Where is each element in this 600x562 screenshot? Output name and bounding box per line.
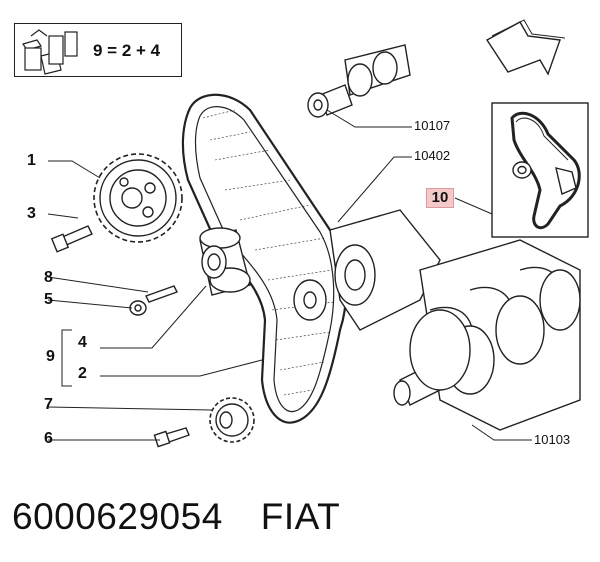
callout-6: 6 [44, 430, 53, 447]
callout-3: 3 [27, 205, 36, 222]
brand-name: FIAT [260, 496, 341, 537]
ref-10402: 10402 [414, 148, 451, 163]
kit-composition-box: 9 = 2 + 4 [14, 23, 182, 77]
part-number: 6000629054 [12, 496, 223, 537]
ref-10103: 10103 [534, 432, 571, 447]
crank-sprocket [209, 397, 255, 443]
tensioner-pulley [199, 227, 251, 296]
nut-5 [129, 300, 147, 316]
crankshaft [329, 209, 581, 431]
callout-10-highlighted: 10 [426, 188, 454, 208]
leader-lines [47, 109, 532, 441]
timing-belt-exploded-diagram [47, 19, 589, 448]
bolt-3 [50, 225, 93, 253]
ref-10107: 10107 [414, 118, 451, 133]
callout-8: 8 [44, 269, 53, 286]
callout-5: 5 [44, 291, 53, 308]
bolt-6 [153, 427, 190, 448]
callout-1: 1 [27, 152, 36, 169]
camshaft [307, 44, 411, 118]
camshaft-sprocket [93, 153, 183, 243]
direction-arrow [485, 19, 566, 76]
kit-parts-icon [22, 29, 78, 75]
callout-2: 2 [78, 365, 87, 382]
callout-7: 7 [44, 396, 53, 413]
part-caption: 6000629054 FIAT [12, 496, 340, 538]
kit-formula: 9 = 2 + 4 [93, 41, 161, 60]
stud-8 [145, 285, 178, 303]
callout-9: 9 [46, 348, 55, 365]
crankshaft-sprocket-small [293, 279, 327, 321]
callout-4: 4 [78, 334, 87, 351]
kit-inset-box [491, 102, 589, 238]
